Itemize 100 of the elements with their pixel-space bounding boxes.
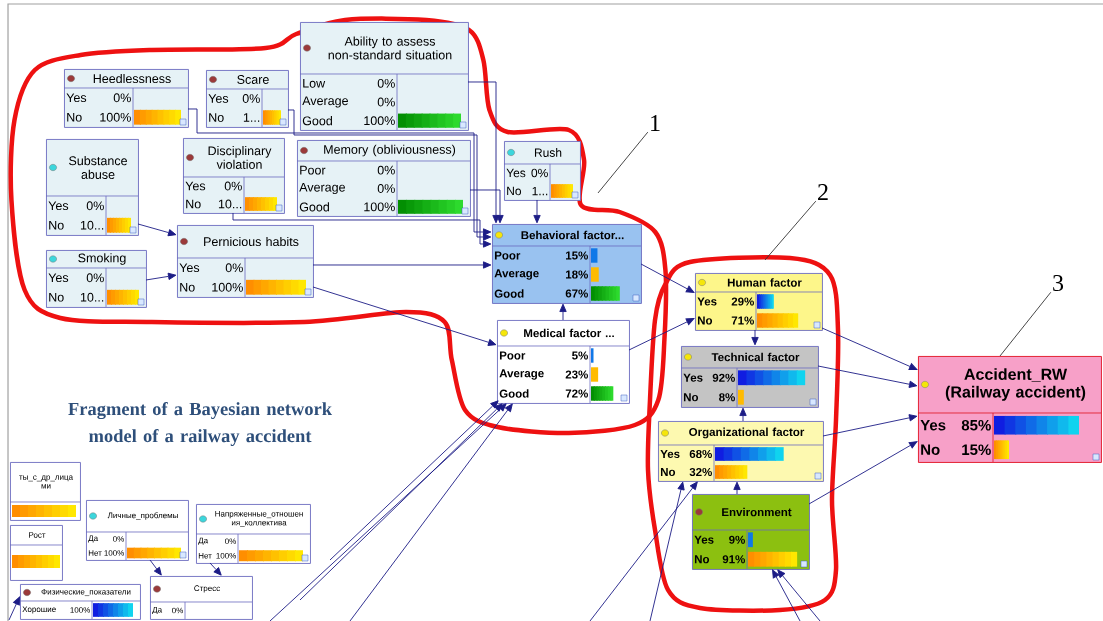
node-label: 18% <box>566 270 588 279</box>
callout-number: 1 <box>651 115 660 131</box>
node-label: Pernicious habits <box>204 236 299 247</box>
node-label: Average <box>499 369 544 380</box>
node-label: Scare <box>237 75 269 84</box>
node-label: Poor <box>300 165 326 175</box>
node-label: 72% <box>565 389 588 398</box>
node-label: Smoking <box>78 253 126 265</box>
arrow <box>772 569 801 621</box>
node-label: Heedlessness <box>93 73 171 84</box>
node-label: 0% <box>225 538 237 545</box>
node-label: Да <box>88 535 99 543</box>
arrow <box>137 223 177 237</box>
arrow <box>751 329 759 346</box>
node-label: Нет <box>198 552 212 559</box>
node-label: No <box>67 112 82 122</box>
node-label: Yes <box>506 168 526 178</box>
arrow <box>467 81 500 224</box>
node-label: Behavioral factor... <box>521 230 624 240</box>
node-label: Good <box>302 116 332 126</box>
node-label: 100% <box>104 550 125 556</box>
node-label: 1... <box>243 113 260 122</box>
node-label: Technical factor <box>711 352 800 362</box>
network-node: Личные_проблемы Да 0% Нет 100% <box>85 500 189 561</box>
node-label: 0% <box>86 201 104 211</box>
arrow <box>8 596 20 621</box>
node-label: Yes <box>179 263 200 273</box>
network-node: Behavioral factor... Poor 15% Average 18% Good 67% <box>491 224 642 304</box>
node-label: No <box>49 292 64 302</box>
node-label: Yes <box>683 373 703 382</box>
node-label: Human factor <box>727 278 802 287</box>
arrow <box>187 108 492 236</box>
node-label: 29% <box>731 297 754 306</box>
node-label: 100% <box>216 552 237 559</box>
node-label: Poor <box>499 351 526 360</box>
arrow <box>649 481 685 621</box>
node-label: 100% <box>364 202 395 212</box>
node-label: No <box>660 467 676 476</box>
node-label: 0% <box>377 78 395 88</box>
arrow <box>349 403 513 621</box>
leader-line <box>764 200 817 261</box>
node-label: 67% <box>565 289 588 298</box>
leader-line <box>999 291 1052 357</box>
arrow <box>145 272 177 281</box>
node-label: No <box>209 113 224 122</box>
node-label: 68% <box>689 449 712 459</box>
node-label: 10... <box>80 292 104 302</box>
node-label: 0% <box>113 93 131 103</box>
node-label: Yes <box>660 449 680 458</box>
node-label: No <box>697 316 713 325</box>
node-label: 0% <box>172 607 184 614</box>
node-label: Low <box>303 78 326 88</box>
arrow <box>777 569 821 621</box>
node-label: 9% <box>729 535 745 544</box>
node-label: 0% <box>377 165 395 175</box>
node-label: Poor <box>494 251 521 260</box>
arrow <box>640 263 695 293</box>
arrow <box>628 318 695 351</box>
node-label: Medical factor ... <box>524 328 614 338</box>
node-label: 32% <box>689 467 712 477</box>
node-label: Да <box>198 537 209 545</box>
network-node: Disciplinary violation Yes 0% No 10... <box>182 138 285 214</box>
node-label: Да <box>152 606 163 615</box>
node-label: Good <box>299 202 329 212</box>
arrow <box>299 403 503 601</box>
node-label: Average <box>494 269 539 280</box>
network-node: Scare Yes 0% No 1... <box>205 70 289 128</box>
network-node: Ability to assess non-standard situation Low 0% Average 0% Good 100% <box>299 22 469 131</box>
arrow <box>589 481 698 621</box>
network-node: Rush Yes 0% No 1... <box>503 141 581 201</box>
arrow <box>733 481 741 495</box>
node-label: 0% <box>242 94 260 103</box>
node-label: 5% <box>572 351 588 360</box>
arrow <box>533 199 541 224</box>
arrow <box>232 212 492 248</box>
node-label: 100% <box>100 112 131 122</box>
network-node: Стресс Да 0% <box>149 576 253 620</box>
arrow <box>739 407 747 422</box>
node-label: 10... <box>80 220 104 230</box>
node-label: 0% <box>86 273 104 283</box>
arrow <box>312 261 492 269</box>
node-label: Average <box>302 96 348 108</box>
arrow <box>149 559 162 576</box>
node-label: Личные_проблемы <box>107 512 178 520</box>
leader-line <box>597 131 649 194</box>
node-label: Yes <box>185 181 206 191</box>
node-label: 100% <box>364 116 395 126</box>
node-label: No <box>683 393 699 402</box>
node-label: No <box>507 186 522 196</box>
node-label: Average <box>299 182 345 195</box>
node-label: 92% <box>712 373 735 382</box>
node-label: 23% <box>565 370 588 379</box>
node-label: 85% <box>961 419 991 431</box>
node-label: 10... <box>218 199 242 209</box>
node-label: 100% <box>212 282 243 292</box>
node-label: No <box>694 555 710 564</box>
node-label: 0% <box>225 263 243 273</box>
node-label: 1... <box>532 186 548 196</box>
node-label: 0% <box>531 168 548 178</box>
node-label: 0% <box>377 184 395 193</box>
